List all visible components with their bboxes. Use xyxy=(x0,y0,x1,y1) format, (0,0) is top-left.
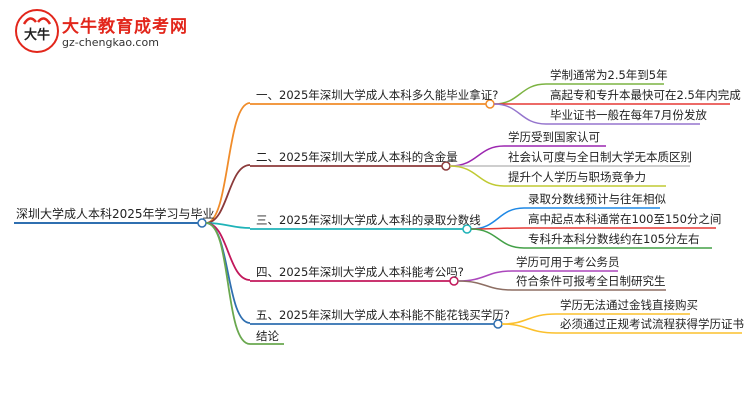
branch-4-child-1[interactable]: 学历可用于考公务员 xyxy=(516,255,620,269)
logo-mark-text: 大牛 xyxy=(24,27,50,43)
branch-1-child-3[interactable]: 毕业证书一般在每年7月份发放 xyxy=(550,108,707,122)
branch-5-child-2[interactable]: 必须通过正规考试流程获得学历证书 xyxy=(560,317,744,331)
branch-3-label[interactable]: 三、2025年深圳大学成人本科的录取分数线 xyxy=(256,213,481,227)
bull-logo-icon: 大牛 xyxy=(15,9,59,53)
branch-3-child-3[interactable]: 专科升本科分数线约在105分左右 xyxy=(528,232,700,246)
branch-1-child-1[interactable]: 学制通常为2.5年到5年 xyxy=(550,68,668,82)
connector-branch-2 xyxy=(205,164,251,224)
branch-3-child-1[interactable]: 录取分数线预计与往年相似 xyxy=(528,192,666,206)
branch-2-child-3[interactable]: 提升个人学历与职场竞争力 xyxy=(508,170,646,184)
branch-4-child-2[interactable]: 符合条件可报考全日制研究生 xyxy=(516,274,666,288)
connector-branch-6 xyxy=(205,222,251,345)
branch-2-label[interactable]: 二、2025年深圳大学成人本科的含金量 xyxy=(256,150,458,164)
branch-1-child-2[interactable]: 高起专和专升本最快可在2.5年内完成 xyxy=(550,88,741,102)
connector-branch-1 xyxy=(205,102,251,224)
branch-2-child-1[interactable]: 学历受到国家认可 xyxy=(508,130,600,144)
branch-4-label[interactable]: 四、2025年深圳大学成人本科能考公吗? xyxy=(256,265,464,279)
branch-5-child-1[interactable]: 学历无法通过金钱直接购买 xyxy=(560,298,698,312)
branch-2-child-2[interactable]: 社会认可度与全日制大学无本质区别 xyxy=(508,150,692,164)
branch-1-label[interactable]: 一、2025年深圳大学成人本科多久能毕业拿证? xyxy=(256,88,499,102)
branch-6-label[interactable]: 结论 xyxy=(256,329,279,343)
logo-title: 大牛教育成考网 xyxy=(62,17,188,37)
branch-3-child-2[interactable]: 高中起点本科通常在100至150分之间 xyxy=(528,212,722,226)
root-topic[interactable]: 深圳大学成人本科2025年学习与毕业 xyxy=(16,207,215,221)
site-logo[interactable]: 大牛 大牛教育成考网 gz-chengkao.com xyxy=(8,6,208,56)
branch-5-label[interactable]: 五、2025年深圳大学成人本科能不能花钱买学历? xyxy=(256,308,510,322)
logo-url: gz-chengkao.com xyxy=(62,36,159,49)
connector-branch-5 xyxy=(205,222,251,324)
